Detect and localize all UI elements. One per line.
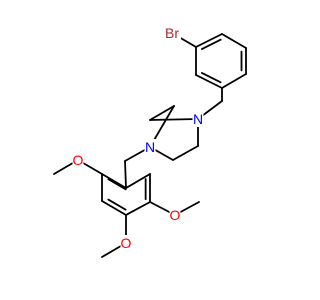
bond-b5-b6: [195, 74, 223, 89]
bond-b2-b3: [221, 33, 247, 49]
bond-b1-b2: [195, 33, 223, 48]
bond-b4-b5: [221, 73, 247, 89]
atom-mask-O5: [169, 207, 181, 223]
bond-b1-b2-inner: [201, 38, 222, 50]
bond-a1-a2: [101, 173, 127, 189]
molecule-structure: BrN N O O O: [53, 25, 247, 258]
atom-label-N2: N: [145, 139, 155, 155]
atom-mask-N2: [144, 139, 156, 155]
bond-b5-b6-inner: [201, 72, 222, 84]
atom-label-O4: O: [121, 235, 132, 251]
atom-label-layer: BrN N O O O: [72, 25, 204, 251]
atom-mask-O4: [120, 235, 132, 251]
bond-layer: [53, 32, 247, 258]
bond-p4-N1: [149, 118, 199, 121]
atom-mask-N1: [192, 111, 204, 127]
bond-a4-a5: [125, 201, 151, 216]
atom-mask-O2: [72, 152, 84, 168]
atom-mask-Br: [163, 25, 181, 41]
bond-a3-a4: [101, 200, 127, 216]
atom-label-N1: N: [193, 111, 203, 127]
bond-a6-a1: [125, 173, 151, 189]
bond-ch2b-a1: [124, 160, 127, 189]
bond-p3-p4: [149, 105, 175, 121]
atom-label-O2: O: [73, 152, 84, 168]
bond-a3-a4-inner: [107, 198, 127, 211]
bond-p1-p2: [172, 145, 199, 161]
atom-label-O5: O: [170, 207, 181, 223]
atom-label-Br: Br: [165, 25, 179, 41]
bond-a1-a2-inner: [107, 178, 127, 191]
